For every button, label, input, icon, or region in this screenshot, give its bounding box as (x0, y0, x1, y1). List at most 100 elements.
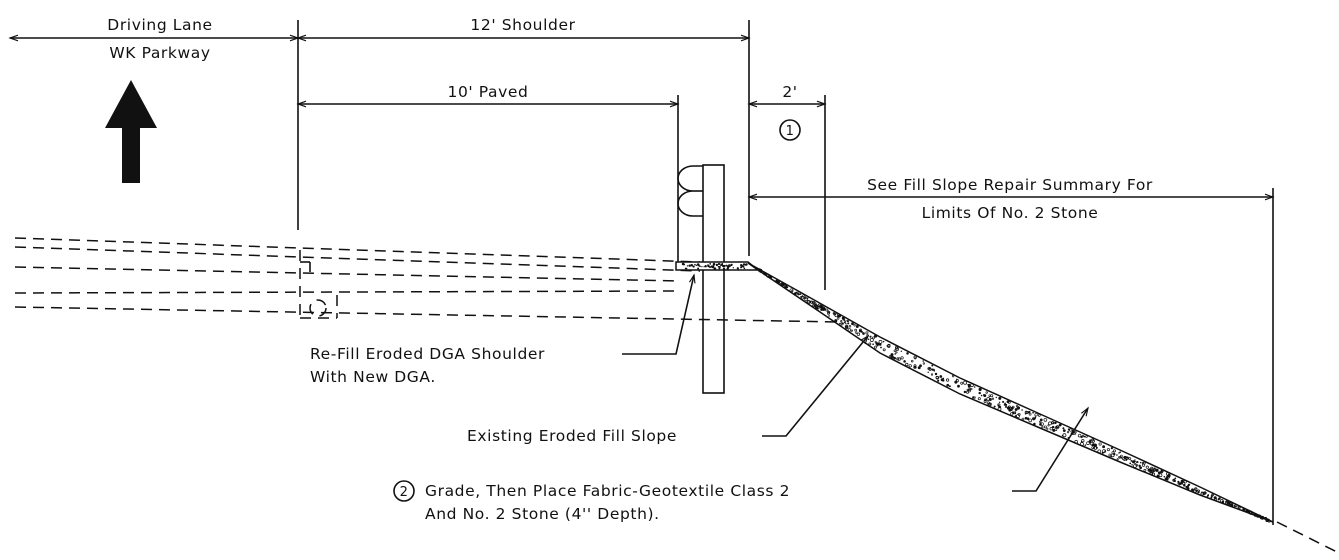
dga-particle (697, 267, 700, 270)
stone-particle (1153, 468, 1156, 471)
stone-particle (848, 325, 852, 328)
stone-particle (850, 329, 853, 332)
stone-particle (1139, 461, 1142, 464)
stone-particle (896, 357, 900, 361)
stone-particle (859, 328, 862, 332)
stone-particle (846, 319, 850, 323)
dga-particle (745, 263, 748, 266)
note2-marker-circle (393, 480, 415, 502)
stone-particle (1067, 428, 1070, 431)
stone-particle (1046, 427, 1049, 430)
stone-particle (874, 334, 878, 338)
stone-particle (913, 364, 917, 367)
stone-particle (1177, 480, 1180, 483)
stone-particle (759, 269, 763, 273)
stone-particle (1123, 459, 1125, 462)
stone-particle (960, 381, 964, 385)
stone-particle (1054, 421, 1057, 425)
stone-particle (897, 357, 901, 361)
stone-particle (1093, 446, 1098, 450)
driving-lane-dimension (8, 20, 300, 230)
paved-label: 10' Paved (447, 83, 528, 101)
shoulder-dimension (296, 20, 751, 256)
stone-particle (1129, 462, 1132, 465)
stone-particle (963, 390, 967, 394)
stone-particle (1074, 439, 1079, 444)
stone-particle (985, 391, 988, 394)
stone-particle (895, 347, 899, 352)
stone-particle (1102, 445, 1106, 449)
stone-particle (1051, 425, 1055, 429)
stone-particle (804, 295, 809, 300)
stone-particle (1166, 472, 1170, 476)
stone-particle (973, 386, 976, 388)
dga-particle (726, 265, 730, 268)
stone-particle (1253, 512, 1257, 516)
dga-particle (703, 266, 705, 268)
stone-particle (908, 364, 912, 368)
stone-particle (1123, 455, 1127, 459)
stone-particle (1016, 406, 1020, 410)
dga-particle (737, 268, 739, 270)
stone-particle (800, 296, 805, 300)
stone-particle (1145, 465, 1149, 469)
stone-particle (1213, 496, 1217, 500)
stone-particle (1173, 480, 1177, 483)
stone-particle (1002, 400, 1005, 403)
stone-particle (895, 351, 898, 354)
shoulder-label: 12' Shoulder (470, 16, 575, 34)
stone-particle (789, 288, 794, 293)
dga-particle (701, 266, 703, 268)
stone-particle (905, 362, 909, 367)
stone-particle (1052, 428, 1056, 432)
dga-particle (709, 263, 712, 265)
stone-particle (836, 317, 840, 320)
stone-particle (1230, 503, 1233, 506)
stone-particle (855, 331, 858, 334)
stone-particle (1165, 476, 1169, 480)
stone-particle (1234, 504, 1238, 508)
stone-particle (984, 398, 987, 402)
stone-particle (1206, 495, 1209, 498)
stone-particle (844, 325, 848, 329)
no2-stone-layer (747, 262, 1274, 523)
stone-particle (1211, 493, 1214, 496)
stone-particle (1024, 416, 1028, 420)
dga-particle (743, 267, 746, 270)
parkway-label: WK Parkway (109, 44, 210, 62)
stone-particle (1028, 418, 1033, 423)
stone-particle (812, 304, 815, 307)
stone-particle (1221, 500, 1225, 504)
dga-particle (732, 267, 734, 269)
existing-slope-leader (762, 334, 870, 437)
stone-particle (1098, 442, 1102, 446)
stone-particle (1077, 433, 1082, 438)
fill-slope-dimension (747, 188, 1275, 525)
stone-particle (1139, 466, 1142, 470)
stone-particle (810, 300, 814, 304)
stone-particle (797, 292, 800, 296)
stone-particle (900, 356, 904, 360)
stone-particle (874, 345, 878, 349)
stone-particle (1084, 444, 1087, 446)
arrow-up-icon (105, 80, 157, 183)
stone-particle (1066, 430, 1070, 434)
stone-particle (847, 328, 852, 332)
stone-particle (804, 297, 809, 302)
stone-particle (880, 346, 882, 349)
stone-particle (935, 376, 940, 380)
stone-particle (1034, 416, 1037, 418)
stone-particle (878, 343, 882, 346)
stone-particle (1267, 518, 1270, 522)
stone-particle (843, 321, 846, 324)
stone-particle (970, 383, 974, 388)
stone-particle (966, 390, 969, 394)
stone-particle (1033, 422, 1036, 426)
stone-particle (1150, 468, 1154, 472)
grade-leader (1012, 406, 1089, 492)
stone-particle (1028, 410, 1031, 414)
stone-particle (1119, 451, 1121, 454)
stone-particle (1062, 427, 1065, 430)
stone-particle (769, 275, 773, 279)
stone-particle (1151, 472, 1156, 476)
